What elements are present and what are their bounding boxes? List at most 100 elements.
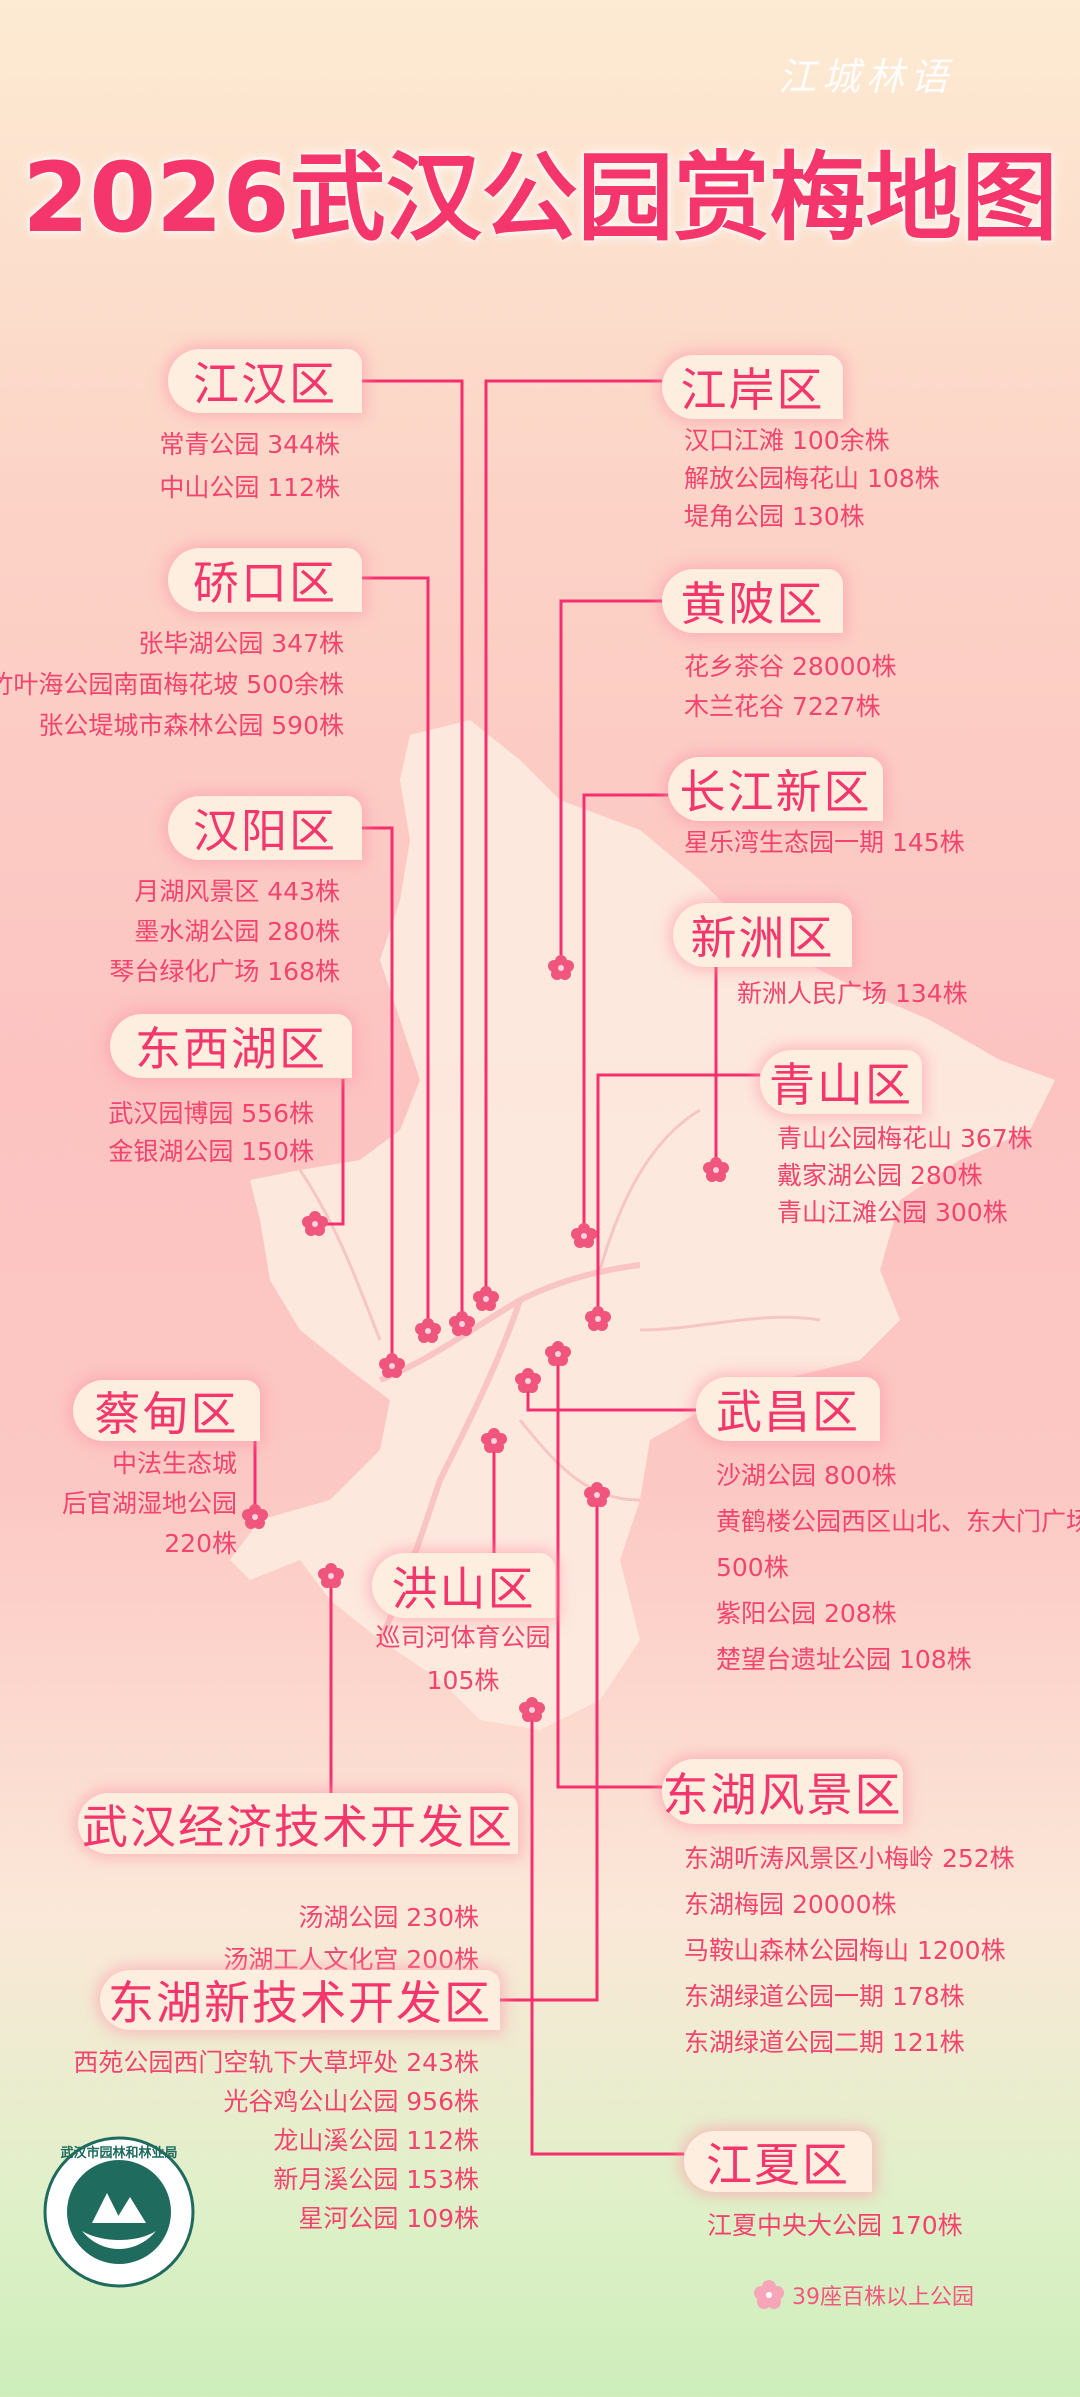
plum-blossom-marker-icon[interactable] <box>379 1353 405 1378</box>
park-item: 青山江滩公园 300株 <box>777 1197 1008 1227</box>
connector-line <box>556 1354 662 1789</box>
legend-text: 39座百株以上公园 <box>792 2285 974 2310</box>
bureau-logo: 武汉市园林和林业局 <box>43 2136 195 2288</box>
park-item: 中山公园 112株 <box>159 472 340 502</box>
connector-line <box>559 599 662 968</box>
connector-line <box>362 576 430 1331</box>
district-label: 江岸区 <box>662 355 843 419</box>
park-item: 楚望台遗址公园 108株 <box>716 1645 972 1674</box>
district-label: 东湖风景区 <box>662 1759 903 1824</box>
park-item: 汤湖工人文化宫 200株 <box>223 1945 479 1974</box>
page-title: 2026武汉公园赏梅地图 <box>22 142 1058 254</box>
district-label: 汉阳区 <box>168 796 362 860</box>
district-label: 江汉区 <box>168 349 362 413</box>
connector-line <box>362 379 464 1324</box>
park-item: 东湖绿道公园一期 178株 <box>684 1982 965 2011</box>
park-item: 黄鹤楼公园西区山北、东大门广场 500株 <box>716 1507 1080 1582</box>
park-item: 月湖风景区 443株 <box>134 877 340 906</box>
legend: 39座百株以上公园 <box>752 2279 974 2311</box>
district-label: 武汉经济技术开发区 <box>78 1793 518 1854</box>
district-label: 黄陂区 <box>662 569 843 633</box>
park-list: 青山公园梅花山 367株戴家湖公园 280株青山江滩公园 300株 <box>777 1120 1033 1231</box>
district-label: 硚口区 <box>168 548 362 612</box>
park-item: 西苑公园西门空轨下大草坪处 243株 <box>73 2047 479 2077</box>
park-list: 江夏中央大公园 170株 <box>707 2206 963 2246</box>
park-item: 后官湖湿地公园 <box>61 1489 237 1518</box>
park-item: 220株 <box>164 1529 237 1558</box>
park-item: 木兰花谷 7227株 <box>684 692 881 721</box>
district-label: 武昌区 <box>696 1377 880 1441</box>
park-item: 东湖梅园 20000株 <box>684 1890 897 1919</box>
plum-blossom-marker-icon[interactable] <box>519 1697 545 1722</box>
park-item: 沙湖公园 800株 <box>716 1461 897 1490</box>
plum-blossom-marker-icon[interactable] <box>302 1211 328 1236</box>
park-list: 巡司河体育公园 105株 <box>313 1616 613 1702</box>
park-item: 汤湖公园 230株 <box>298 1903 479 1932</box>
district-label: 长江新区 <box>668 757 883 821</box>
park-list: 沙湖公园 800株黄鹤楼公园西区山北、东大门广场 500株紫阳公园 208株楚望… <box>716 1453 1080 1683</box>
park-list: 月湖风景区 443株墨水湖公园 280株琴台绿化广场 168株 <box>109 872 340 992</box>
park-item: 武汉园博园 556株 <box>108 1099 314 1128</box>
district-label: 东湖新技术开发区 <box>100 1970 500 2030</box>
park-item: 马鞍山森林公园梅山 1200株 <box>684 1936 1006 1965</box>
plum-blossom-marker-icon[interactable] <box>548 955 574 980</box>
park-item: 105株 <box>426 1665 500 1695</box>
plum-blossom-marker-icon[interactable] <box>449 1311 475 1336</box>
plum-blossom-marker-icon[interactable] <box>318 1563 344 1588</box>
park-item: 星乐湾生态园一期 145株 <box>684 828 965 857</box>
park-item: 龙山溪公园 112株 <box>273 2125 479 2155</box>
park-item: 戴家湖公园 280株 <box>777 1160 983 1190</box>
plum-blossom-marker-icon[interactable] <box>473 1286 499 1311</box>
park-list: 新洲人民广场 134株 <box>737 974 968 1014</box>
connector-line <box>582 793 668 1236</box>
plum-blossom-marker-icon[interactable] <box>481 1428 507 1453</box>
logo-text: 武汉市园林和林业局 <box>60 2145 177 2161</box>
district-label: 东西湖区 <box>110 1014 352 1078</box>
park-item: 江夏中央大公园 170株 <box>707 2211 963 2240</box>
park-item: 紫阳公园 208株 <box>716 1599 897 1628</box>
district-label: 江夏区 <box>684 2131 872 2192</box>
park-list: 张毕湖公园 347株竹叶海公园南面梅花坡 500余株张公堤城市森林公园 590株 <box>0 623 344 746</box>
park-item: 巡司河体育公园 <box>375 1622 551 1652</box>
plum-blossom-marker-icon[interactable] <box>585 1306 611 1331</box>
park-item: 张毕湖公园 347株 <box>138 628 344 658</box>
park-list: 东湖听涛风景区小梅岭 252株东湖梅园 20000株马鞍山森林公园梅山 1200… <box>684 1836 1015 2066</box>
plum-blossom-marker-icon[interactable] <box>703 1157 729 1182</box>
park-item: 花乡茶谷 28000株 <box>684 652 897 681</box>
plum-blossom-marker-icon[interactable] <box>584 1482 610 1507</box>
park-item: 琴台绿化广场 168株 <box>109 957 340 986</box>
park-list: 花乡茶谷 28000株木兰花谷 7227株 <box>684 647 896 727</box>
plum-blossom-marker-icon[interactable] <box>415 1318 441 1343</box>
park-list: 汉口江滩 100余株解放公园梅花山 108株堤角公园 130株 <box>684 422 940 536</box>
park-item: 新洲人民广场 134株 <box>737 979 968 1008</box>
plum-blossom-icon <box>754 2280 784 2309</box>
park-item: 竹叶海公园南面梅花坡 500余株 <box>0 669 344 699</box>
park-list: 武汉园博园 556株金银湖公园 150株 <box>108 1095 314 1171</box>
park-item: 新月溪公园 153株 <box>273 2164 479 2194</box>
park-item: 墨水湖公园 280株 <box>134 917 340 946</box>
park-item: 光谷鸡公山公园 956株 <box>223 2086 479 2116</box>
district-label: 青山区 <box>760 1050 922 1114</box>
park-item: 东湖听涛风景区小梅岭 252株 <box>684 1844 1015 1873</box>
park-list: 星乐湾生态园一期 145株 <box>684 823 965 863</box>
park-item: 星河公园 109株 <box>298 2203 479 2233</box>
park-item: 汉口江滩 100余株 <box>684 426 890 455</box>
park-item: 金银湖公园 150株 <box>108 1137 314 1166</box>
watermark: 江城林语 <box>778 55 955 99</box>
connector-line <box>596 1073 760 1319</box>
plum-blossom-marker-icon[interactable] <box>571 1223 597 1248</box>
plum-blossom-marker-icon[interactable] <box>242 1504 268 1529</box>
park-item: 常青公园 344株 <box>159 429 340 459</box>
park-list: 常青公园 344株中山公园 112株 <box>159 423 340 509</box>
park-item: 张公堤城市森林公园 590株 <box>38 710 344 740</box>
map-region <box>230 720 1055 1730</box>
plum-blossom-marker-icon[interactable] <box>515 1368 541 1393</box>
park-item: 解放公园梅花山 108株 <box>684 464 940 493</box>
district-boundaries <box>298 1108 821 1502</box>
park-list: 汤湖公园 230株汤湖工人文化宫 200株 <box>223 1897 479 1981</box>
district-label: 新洲区 <box>673 903 852 967</box>
plum-blossom-marker-icon[interactable] <box>545 1341 571 1366</box>
connector-line <box>530 1710 684 2156</box>
